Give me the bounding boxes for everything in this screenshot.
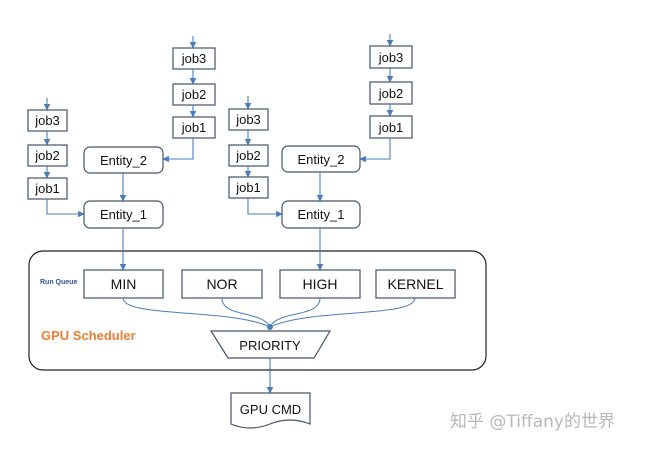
right-entity-1-box [281, 200, 361, 229]
job3-label: job3 [235, 112, 261, 127]
job1-label: job1 [378, 120, 404, 135]
high-to-priority-curve [269, 297, 321, 328]
job2-label: job2 [378, 86, 404, 101]
job1-box [369, 115, 413, 139]
job2-label: job2 [235, 148, 261, 163]
right-job-column-2: job3 job2 job1 [359, 34, 413, 163]
job1-box [172, 116, 216, 139]
gpu-cmd-label: GPU CMD [240, 402, 301, 417]
left-job-column-1: job3 job2 job1 [27, 98, 85, 218]
job1-label: job1 [181, 120, 207, 135]
right-entity-1-label: Entity_1 [298, 207, 345, 222]
priority-junction-dot [267, 324, 273, 330]
job1-label: job1 [235, 180, 261, 195]
job2-label: job2 [181, 87, 207, 102]
gpu-scheduler-title: GPU Scheduler [41, 328, 136, 343]
job2-box [172, 83, 216, 106]
job1-label: job1 [34, 181, 60, 196]
queue-kernel-label: KERNEL [387, 276, 443, 292]
nor-to-priority-curve [221, 297, 271, 328]
job3-label: job3 [181, 51, 207, 66]
queue-high-box [279, 269, 361, 299]
left-entity-1-label: Entity_1 [100, 207, 147, 222]
priority-trapezoid [209, 330, 332, 359]
job2-label: job2 [34, 148, 60, 163]
run-queue-label: Run Queue [40, 279, 77, 286]
job3-label: job3 [34, 113, 60, 128]
right-entity-2-label: Entity_2 [298, 152, 345, 167]
job3-box [172, 47, 216, 70]
watermark: 知乎 @Tiffany的世界 [450, 412, 615, 432]
right-entity-2-box [281, 145, 361, 173]
left-job-column-2: job3 job2 job1 [162, 36, 216, 163]
job3-label: job3 [378, 50, 404, 65]
queue-nor-box [181, 269, 263, 299]
queue-min-label: MIN [111, 276, 137, 292]
left-entity-2-label: Entity_2 [100, 153, 147, 168]
queue-nor-label: NOR [206, 276, 237, 292]
right-job-column-1: job3 job2 job1 [228, 96, 283, 218]
job3-box [369, 45, 413, 69]
min-to-priority-curve [122, 297, 271, 328]
kernel-to-priority-curve [269, 297, 416, 328]
job2-box [369, 81, 413, 105]
priority-label: PRIORITY [239, 338, 301, 353]
gpu-cmd-box [230, 392, 311, 429]
queue-high-label: HIGH [303, 276, 338, 292]
